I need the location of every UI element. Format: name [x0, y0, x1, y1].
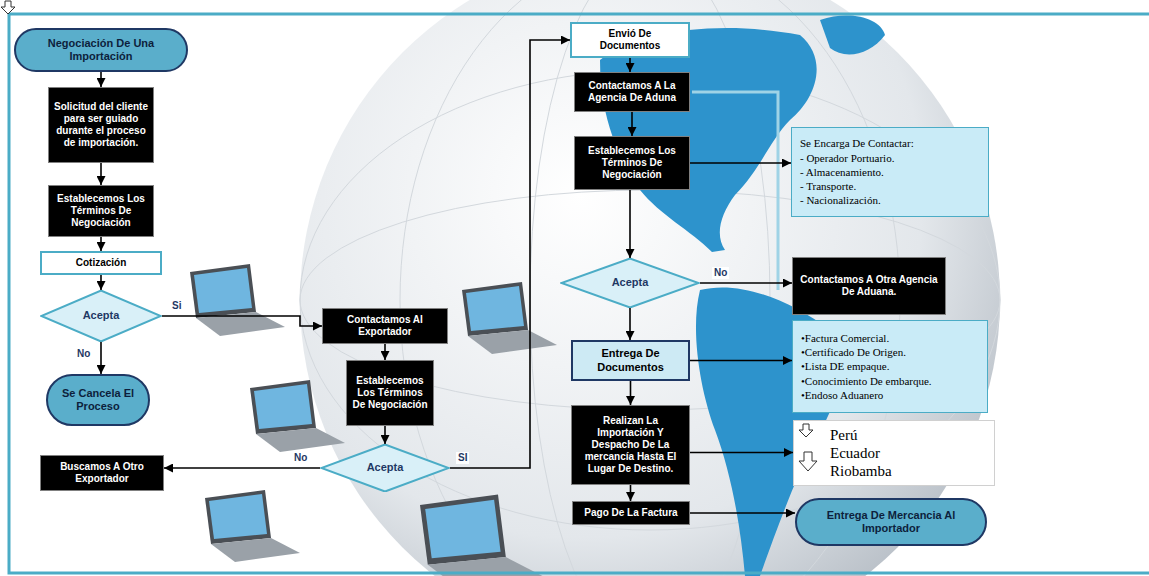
flow-arrow: [629, 58, 631, 72]
globe-grid: [300, 0, 1000, 576]
node-text: Establecemos Los Términos De Negociación: [54, 193, 148, 229]
flow-arrow: [100, 237, 102, 251]
process-box: Contactamos A La Agencia De Aduna: [574, 72, 690, 112]
node-text: Acepta: [612, 276, 649, 289]
node-text: •Endoso Aduanero: [801, 388, 883, 402]
edge-label: No: [712, 267, 729, 279]
flow-arrow: [690, 452, 793, 454]
note-box: Se Encarga De Contactar:- Operador Portu…: [791, 127, 989, 217]
node-text: •Lista DE empaque.: [801, 359, 889, 373]
node-text: Establecemos Los Términos De Negociación: [352, 375, 428, 411]
process-box: Buscamos A Otro Exportador: [40, 455, 164, 491]
process-box: Pago De La Factura: [572, 501, 690, 525]
frame: [9, 14, 1149, 573]
note-box: •Factura Comercial.•Certificado De Orige…: [792, 320, 988, 413]
node-text: Establecemos Los Términos De Negociación: [580, 145, 684, 181]
arrow-symbol: [1, 1, 15, 14]
arrow-symbol: [799, 424, 813, 437]
flow-arrow: [631, 112, 633, 136]
bracket-line: [692, 92, 778, 290]
process-box: Establecemos Los Términos De Negociación: [346, 360, 434, 426]
node-text: - Operador Portuario.: [800, 151, 894, 165]
node-text: Contactamos A Otra Agencia De Aduana.: [798, 274, 940, 298]
edge-label: SI: [456, 452, 469, 464]
edge-label: No: [292, 452, 309, 464]
process-box: Solicitud del cliente para ser guiado du…: [48, 87, 154, 163]
node-text: Contactamos Al Exportador: [328, 314, 442, 338]
flow-arrow: [629, 190, 631, 258]
edge-label: Si: [170, 300, 183, 312]
node-text: - Transporte.: [800, 179, 856, 193]
flow-arrow: [100, 275, 102, 290]
node-text: Solicitud del cliente para ser guiado du…: [54, 101, 148, 149]
node-text: Se Encarga De Contactar:: [800, 136, 914, 150]
flow-arrow: [450, 40, 570, 468]
flow-arrow: [100, 163, 102, 185]
node-text: Acepta: [83, 309, 120, 322]
flow-arrow: [100, 342, 102, 374]
flow-arrow: [690, 162, 791, 164]
flow-arrow: [100, 72, 102, 87]
node-text: Cotización: [76, 257, 127, 269]
flow-arrow: [690, 512, 795, 514]
process-box: Contactamos Al Exportador: [322, 308, 448, 344]
flow-arrow: [164, 467, 320, 469]
node-text: Contactamos A La Agencia De Aduna: [580, 80, 684, 104]
node-text: •Certificado De Origen.: [801, 345, 906, 359]
node-text: - Almacenamiento.: [800, 165, 884, 179]
decision-diamond: Acepta: [560, 258, 700, 308]
decision-diamond: Acepta: [320, 444, 450, 492]
flow-arrow: [630, 485, 632, 501]
node-text: Ecuador: [830, 444, 880, 462]
flow-arrow: [384, 426, 386, 444]
arrow-symbol: [799, 452, 817, 471]
decision-diamond: Acepta: [40, 290, 162, 342]
greenland: [820, 16, 885, 55]
globe: [300, 0, 1000, 576]
flow-arrow: [384, 344, 386, 360]
flow-arrow: [630, 381, 632, 405]
node-text: •Factura Comercial.: [801, 331, 889, 345]
node-text: Acepta: [367, 461, 404, 474]
node-text: Envió De Documentos: [577, 28, 683, 52]
node-text: Entrega De Mercancia Al Importador: [809, 509, 973, 535]
node-text: Pago De La Factura: [584, 507, 677, 519]
node-text: Realizan La Importación Y Despacho De La…: [577, 415, 684, 475]
process-box: Realizan La Importación Y Despacho De La…: [571, 405, 690, 485]
document-box: Envió De Documentos: [570, 22, 690, 58]
laptop-icons: [190, 264, 557, 576]
node-text: Perú: [830, 426, 858, 444]
destination-box: PerúEcuadorRiobamba: [793, 420, 995, 486]
flow-arrow: [700, 282, 792, 284]
process-box: Establecemos Los Términos De Negociación: [48, 185, 154, 237]
process-box: Contactamos A Otra Agencia De Aduana.: [792, 257, 946, 315]
node-text: Entrega De Documentos: [579, 347, 682, 373]
flow-arrow: [629, 308, 631, 340]
node-text: Negociación De Una Importación: [28, 37, 174, 63]
flow-arrow: [690, 360, 792, 362]
process-box: Entrega De Documentos: [571, 340, 690, 381]
document-box: Cotización: [40, 251, 162, 275]
node-text: - Nacionalización.: [800, 193, 881, 207]
terminal-oval: Negociación De Una Importación: [14, 28, 188, 72]
flow-arrow: [162, 316, 322, 326]
node-text: Buscamos A Otro Exportador: [46, 461, 158, 485]
terminal-oval: Se Cancela El Proceso: [46, 374, 150, 426]
node-text: Se Cancela El Proceso: [60, 387, 136, 413]
node-text: Riobamba: [830, 462, 892, 480]
node-text: •Conocimiento De embarque.: [801, 374, 932, 388]
process-box: Establecemos Los Términos De Negociación: [574, 136, 690, 190]
edge-label: No: [75, 348, 92, 360]
terminal-oval: Entrega De Mercancia Al Importador: [795, 498, 987, 546]
